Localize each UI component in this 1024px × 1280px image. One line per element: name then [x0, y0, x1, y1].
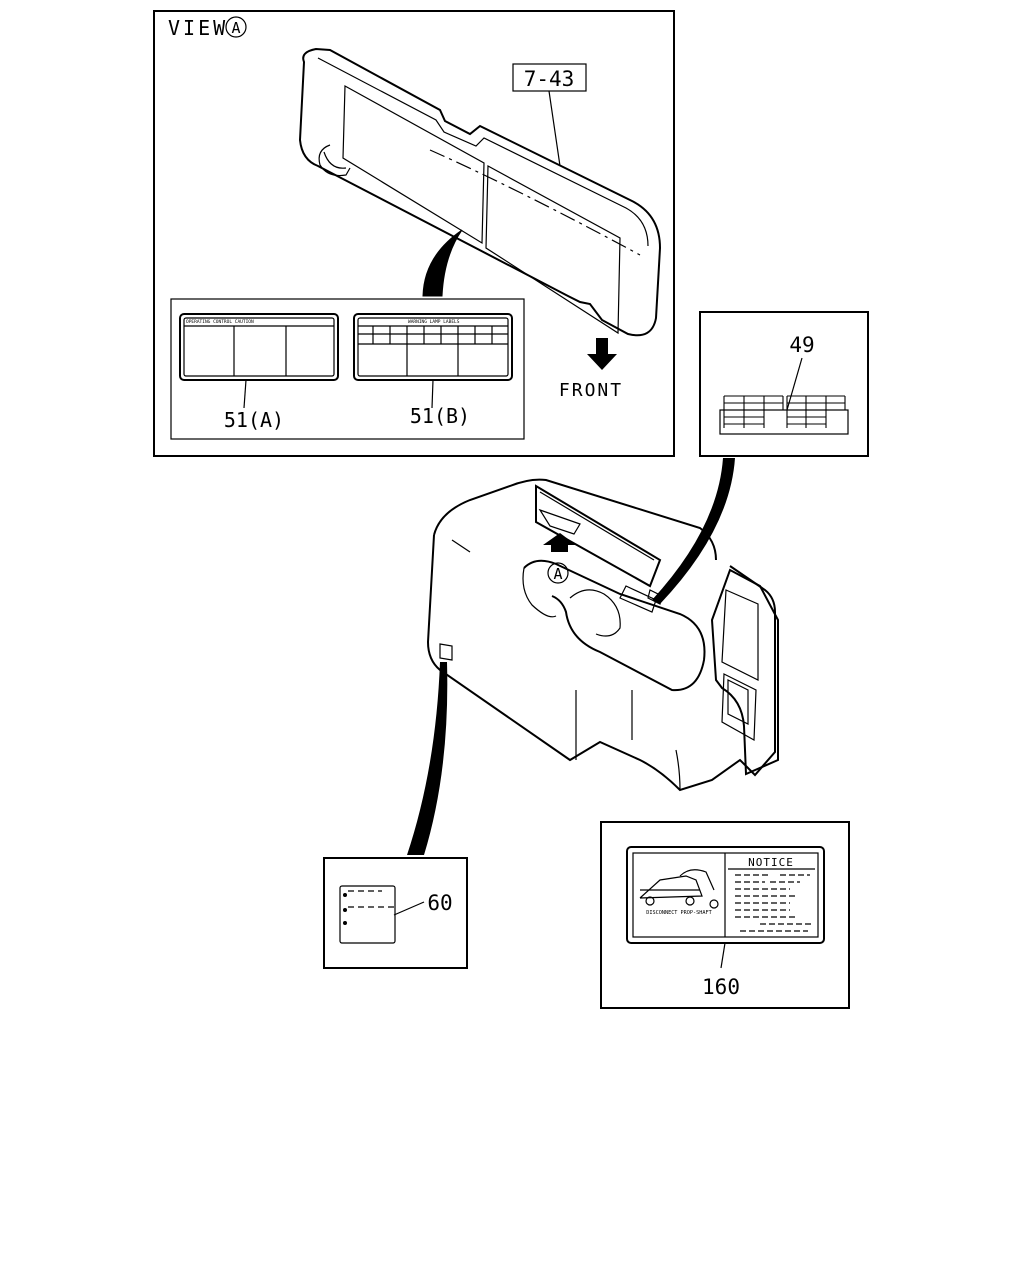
cab-drawing: A [407, 458, 779, 855]
cab-view-marker-letter: A [553, 565, 562, 583]
pointer-arrow-to-labels [422, 229, 463, 297]
cab-view-marker: A [547, 562, 569, 584]
label-51b: WARNING LAMP LABELS 51(B) [353, 313, 513, 428]
tow-truck-illustration [639, 869, 719, 909]
callout-160-label: 160 [702, 975, 740, 999]
label-sheet-51: OPERATING CONTROL CAUTION 51(A) WARNING … [170, 298, 525, 440]
notice-label: NOTICE [748, 856, 794, 869]
label-51a: OPERATING CONTROL CAUTION 51(A) [179, 313, 339, 432]
callout-7-43-label: 7-43 [524, 67, 575, 91]
label-60-panel: 60 [323, 857, 468, 969]
sun-visor [298, 47, 662, 337]
front-direction: FRONT [559, 338, 623, 401]
callout-49-label: 49 [789, 333, 814, 357]
callout-7-43: 7-43 [512, 63, 587, 167]
front-label: FRONT [559, 380, 623, 401]
view-title: VIEW [168, 16, 228, 40]
label-51b-header: WARNING LAMP LABELS [408, 319, 460, 325]
callout-51a-label: 51(A) [224, 408, 284, 432]
view-a-arrow-icon [543, 533, 576, 552]
front-arrow-icon [587, 338, 617, 370]
callout-51b-label: 51(B) [410, 404, 470, 428]
label-51a-header: OPERATING CONTROL CAUTION [186, 319, 254, 325]
label-49-panel: 49 [699, 311, 869, 457]
view-marker: A [225, 16, 247, 38]
leader-49 [652, 458, 735, 604]
view-marker-letter: A [231, 19, 240, 37]
callout-60-label: 60 [427, 891, 452, 915]
view-a-panel: VIEW A 7-43 FRONT [153, 10, 675, 457]
label-160-panel: NOTICE DISCONNECT PROP-SHAFT 160 [600, 821, 850, 1009]
notice-caption: DISCONNECT PROP-SHAFT [646, 910, 712, 916]
leader-60 [407, 662, 448, 855]
